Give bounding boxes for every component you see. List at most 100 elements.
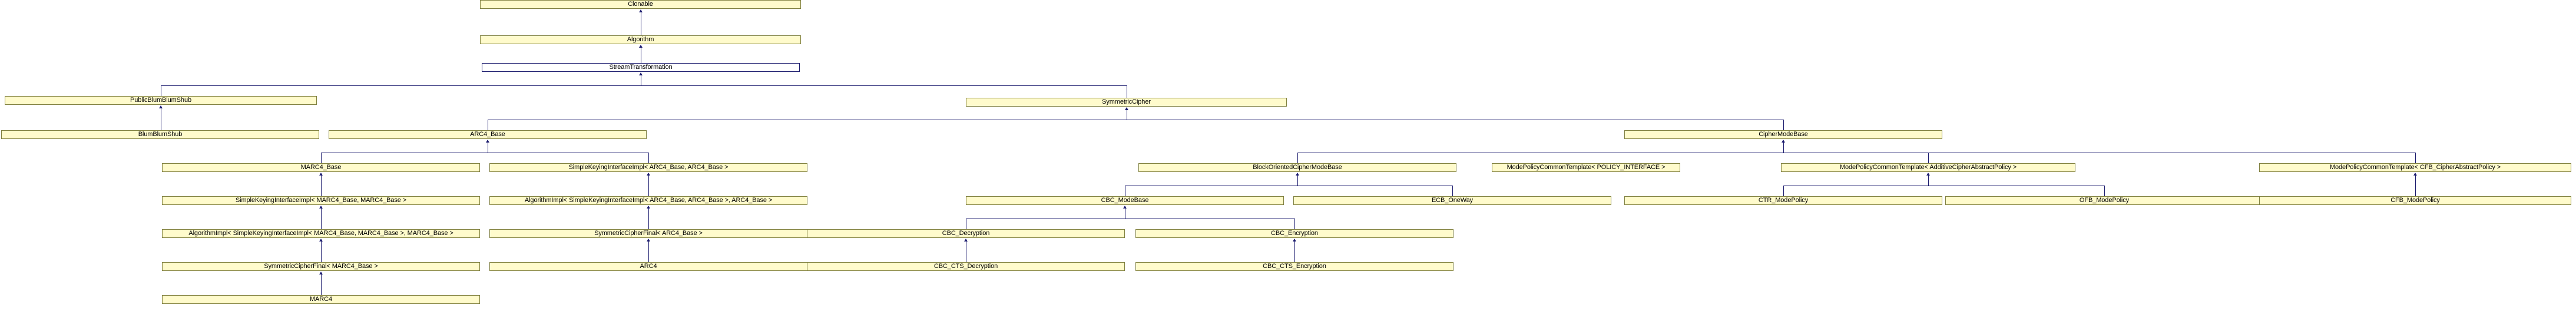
class-node-mpct_additive[interactable]: ModePolicyCommonTemplate< AdditiveCipher… (1781, 163, 2075, 172)
inheritance-edge-vertical (321, 241, 322, 262)
class-node-cfb_modepolicy[interactable]: CFB_ModePolicy (2259, 196, 2571, 205)
class-node-arc4[interactable]: ARC4 (489, 262, 807, 271)
class-node-label: Algorithm (627, 36, 654, 43)
inheritance-edge-vertical (1783, 186, 1784, 196)
inheritance-edge-vertical (1928, 176, 1929, 186)
inheritance-arrowhead (1293, 239, 1296, 241)
class-node-label: CipherModeBase (1759, 131, 1808, 138)
class-node-label: ARC4 (640, 263, 657, 270)
class-node-ecb_oneway[interactable]: ECB_OneWay (1293, 196, 1611, 205)
inheritance-edge-vertical (648, 209, 649, 229)
class-node-publicblumblumshub[interactable]: PublicBlumBlumShub (5, 96, 317, 105)
class-node-streamtransformation[interactable]: StreamTransformation (482, 63, 800, 72)
class-node-label: SymmetricCipherFinal< ARC4_Base > (594, 230, 703, 237)
inheritance-edge-vertical (648, 153, 649, 163)
class-node-label: SimpleKeyingInterfaceImpl< MARC4_Base, M… (235, 197, 407, 204)
class-node-cbc_cts_decryption[interactable]: CBC_CTS_Decryption (807, 262, 1125, 271)
class-node-label: SimpleKeyingInterfaceImpl< ARC4_Base, AR… (568, 164, 729, 171)
class-node-mpct_policy_iface[interactable]: ModePolicyCommonTemplate< POLICY_INTERFA… (1492, 163, 1680, 172)
inheritance-edge-vertical (2415, 153, 2416, 163)
class-node-label: CBC_CTS_Decryption (933, 263, 998, 270)
inheritance-edge-vertical (648, 241, 649, 262)
inheritance-arrowhead (1782, 140, 1785, 143)
class-node-label: AlgorithmImpl< SimpleKeyingInterfaceImpl… (188, 230, 453, 237)
class-node-ai_ski_marc4[interactable]: AlgorithmImpl< SimpleKeyingInterfaceImpl… (162, 229, 480, 238)
inheritance-arrowhead (639, 72, 643, 75)
inheritance-edge-vertical (321, 153, 322, 163)
class-node-label: OFB_ModePolicy (2079, 197, 2130, 204)
inheritance-arrowhead (964, 239, 968, 241)
inheritance-edge-vertical (1928, 153, 1929, 163)
class-node-ai_ski_arc4[interactable]: AlgorithmImpl< SimpleKeyingInterfaceImpl… (489, 196, 807, 205)
class-node-label: AlgorithmImpl< SimpleKeyingInterfaceImpl… (524, 197, 773, 204)
class-node-label: CBC_ModeBase (1101, 197, 1149, 204)
inheritance-edge-vertical (321, 176, 322, 196)
class-node-label: CBC_CTS_Encryption (1263, 263, 1326, 270)
class-node-ofb_modepolicy[interactable]: OFB_ModePolicy (1945, 196, 2263, 205)
inheritance-arrowhead (647, 239, 650, 241)
inheritance-edge-vertical (1783, 143, 1784, 153)
class-node-arc4_base[interactable]: ARC4_Base (329, 130, 647, 139)
class-node-cbc_cts_encryption[interactable]: CBC_CTS_Encryption (1135, 262, 1453, 271)
class-node-blockoriented[interactable]: BlockOrientedCipherModeBase (1138, 163, 1456, 172)
inheritance-arrowhead (319, 173, 323, 176)
class-node-label: PublicBlumBlumShub (130, 97, 191, 104)
class-node-scf_arc4[interactable]: SymmetricCipherFinal< ARC4_Base > (489, 229, 807, 238)
class-node-ciphermodebase[interactable]: CipherModeBase (1624, 130, 1942, 139)
inheritance-edge-vertical (1297, 176, 1298, 186)
class-node-label: ModePolicyCommonTemplate< POLICY_INTERFA… (1506, 164, 1666, 171)
class-node-label: MARC4 (309, 296, 332, 303)
class-node-label: CBC_Encryption (1271, 230, 1318, 237)
class-node-label: SymmetricCipherFinal< MARC4_Base > (264, 263, 378, 270)
class-node-blumblumshub[interactable]: BlumBlumShub (1, 130, 319, 139)
class-node-ctr_modepolicy[interactable]: CTR_ModePolicy (1624, 196, 1942, 205)
class-node-label: CBC_Decryption (942, 230, 990, 237)
class-node-cbc_modebase[interactable]: CBC_ModeBase (966, 196, 1284, 205)
class-node-cbc_decryption[interactable]: CBC_Decryption (807, 229, 1125, 238)
class-node-label: CFB_ModePolicy (2390, 197, 2440, 204)
class-node-label: ECB_OneWay (1431, 197, 1474, 204)
class-node-label: ModePolicyCommonTemplate< CFB_CipherAbst… (2329, 164, 2501, 171)
inheritance-edge-vertical (2415, 176, 2416, 196)
class-node-label: BlumBlumShub (138, 131, 183, 138)
class-node-marc4[interactable]: MARC4 (162, 295, 480, 304)
inheritance-arrowhead (1123, 206, 1127, 209)
inheritance-edge-vertical (321, 209, 322, 229)
inheritance-arrowhead (1926, 173, 1930, 176)
inheritance-arrowhead (639, 9, 643, 12)
class-node-label: BlockOrientedCipherModeBase (1253, 164, 1342, 171)
class-node-scf_marc4[interactable]: SymmetricCipherFinal< MARC4_Base > (162, 262, 480, 271)
inheritance-edge-vertical (1452, 186, 1453, 196)
inheritance-arrowhead (639, 45, 643, 48)
inheritance-edge-vertical (1297, 153, 1298, 163)
inheritance-edge-vertical (1783, 120, 1784, 130)
inheritance-arrowhead (319, 272, 323, 274)
class-node-symmetriccipher[interactable]: SymmetricCipher (966, 98, 1287, 107)
inheritance-edge-vertical (1294, 241, 1295, 262)
inheritance-arrowhead (319, 239, 323, 241)
class-node-ski_arc4[interactable]: SimpleKeyingInterfaceImpl< ARC4_Base, AR… (489, 163, 807, 172)
inheritance-arrowhead (159, 105, 163, 108)
class-node-mpct_cfb[interactable]: ModePolicyCommonTemplate< CFB_CipherAbst… (2259, 163, 2571, 172)
inheritance-edge-vertical (648, 176, 649, 196)
class-node-marc4_base[interactable]: MARC4_Base (162, 163, 480, 172)
class-node-label: Clonable (628, 1, 653, 8)
inheritance-arrowhead (2413, 173, 2417, 176)
inheritance-edge-vertical (2104, 186, 2105, 196)
inheritance-edge-vertical (1294, 219, 1295, 229)
class-node-label: ARC4_Base (470, 131, 505, 138)
class-node-cbc_encryption[interactable]: CBC_Encryption (1135, 229, 1453, 238)
inheritance-arrowhead (1125, 107, 1128, 110)
inheritance-arrowhead (647, 206, 650, 209)
inheritance-edge-horizontal (161, 85, 1127, 86)
class-node-label: ModePolicyCommonTemplate< AdditiveCipher… (1839, 164, 2017, 171)
class-node-ski_marc4[interactable]: SimpleKeyingInterfaceImpl< MARC4_Base, M… (162, 196, 480, 205)
class-node-label: MARC4_Base (300, 164, 342, 171)
inheritance-arrowhead (647, 173, 650, 176)
inheritance-edge-vertical (321, 274, 322, 295)
class-node-clonable[interactable]: Clonable (480, 0, 801, 9)
inheritance-arrowhead (1296, 173, 1299, 176)
class-node-label: SymmetricCipher (1102, 98, 1151, 105)
class-node-algorithm[interactable]: Algorithm (480, 35, 801, 44)
